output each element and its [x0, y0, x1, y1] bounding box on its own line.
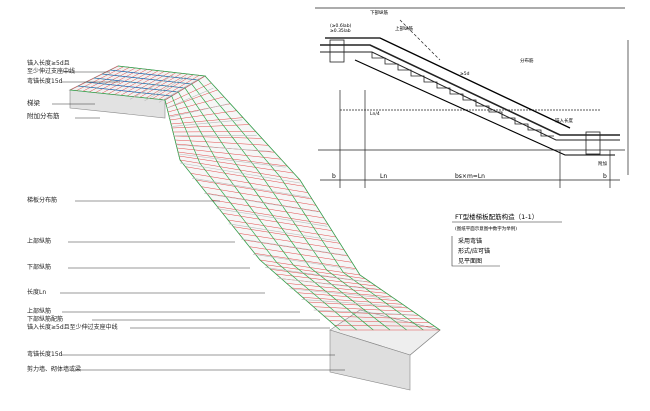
section-label-2: 上部纵筋: [395, 25, 413, 32]
label-additional-dist-bars: 附加分布筋: [27, 112, 60, 120]
section-note-0: 采用弯锚: [458, 237, 482, 245]
step-edge: [204, 193, 319, 213]
label-top-long-bars-2: 上部纵筋: [27, 308, 52, 315]
section-dim-b2: b: [603, 173, 607, 180]
section-label-0: ≥0.35lab: [330, 28, 351, 34]
section-title: FT型楼梯板配筋构造（1-1）: [455, 212, 538, 221]
step-edge: [168, 103, 228, 118]
label-slab-dist-bars: 梯板分布筋: [27, 197, 58, 204]
step-edge: [144, 76, 187, 102]
step-edge: [170, 119, 243, 127]
section-drawing: [315, 7, 629, 188]
section-dim-bsm: bs×m=Ln: [455, 173, 485, 180]
section-note-1: 形式/应可锚: [458, 247, 490, 255]
step-edge: [301, 299, 402, 307]
section-label-7: 锚入长度: [555, 117, 573, 124]
section-subtitle: (图纸平面示意图中数字为举例): [455, 225, 517, 232]
section-dim-b1: b: [332, 173, 336, 180]
label-leaders: [52, 71, 345, 371]
step-edge: [240, 238, 346, 256]
label-anchor-length-2: 锚入长度≥5d且至少伸过支座中线: [27, 324, 118, 331]
section-label-8: 附加: [598, 160, 607, 167]
label-anchor-length: 锚入长度≥5d且: [27, 60, 70, 67]
step-edge: [313, 309, 414, 316]
section-label-4: 分布筋: [520, 57, 534, 64]
label-stair-beam: 梯梁: [27, 99, 40, 107]
section-note-2: 见平面图: [458, 258, 482, 265]
step-edge: [192, 177, 310, 198]
label-hook-length: 弯锚长度15d: [27, 78, 63, 85]
longitudinal-bar: [117, 65, 441, 331]
step-lines: [129, 75, 414, 316]
label-hook-length-2: 弯锚长度15d: [27, 351, 63, 358]
step-edge: [129, 75, 174, 100]
label-shear-wall: 剪力墙、砌体墙或梁: [27, 366, 82, 373]
step-edge: [177, 153, 286, 168]
label-length-ln: 长度Ln: [27, 289, 47, 296]
step-edge: [252, 253, 355, 270]
step-edge: [175, 144, 272, 152]
step-edge: [179, 162, 301, 184]
step-edge: [277, 277, 378, 291]
step-edge: [166, 87, 214, 109]
section-label-6: Ln/4: [370, 111, 380, 117]
step-edge: [216, 208, 328, 227]
section-label-1: (≥0.6lab): [330, 23, 352, 29]
section-label-5: ≥5d: [460, 71, 470, 77]
stair-3d-model: [68, 65, 441, 391]
section-label-3: 下部纵筋: [370, 9, 388, 16]
label-bottom-bars-pair: 下部纵筋配筋: [27, 316, 64, 323]
label-bottom-long-bars: 下部纵筋: [27, 264, 52, 271]
label-beyond-centerline: 至少伸过支座中线: [27, 68, 76, 75]
longitudinal-bar: [69, 89, 341, 331]
step-edge: [158, 78, 200, 103]
step-edge: [289, 288, 390, 299]
label-top-long-bars: 上部纵筋: [27, 238, 52, 245]
step-edge: [265, 267, 366, 282]
rebar-grid: [69, 65, 441, 331]
section-dim-ln: Ln: [380, 173, 387, 180]
step-edge: [228, 223, 337, 242]
